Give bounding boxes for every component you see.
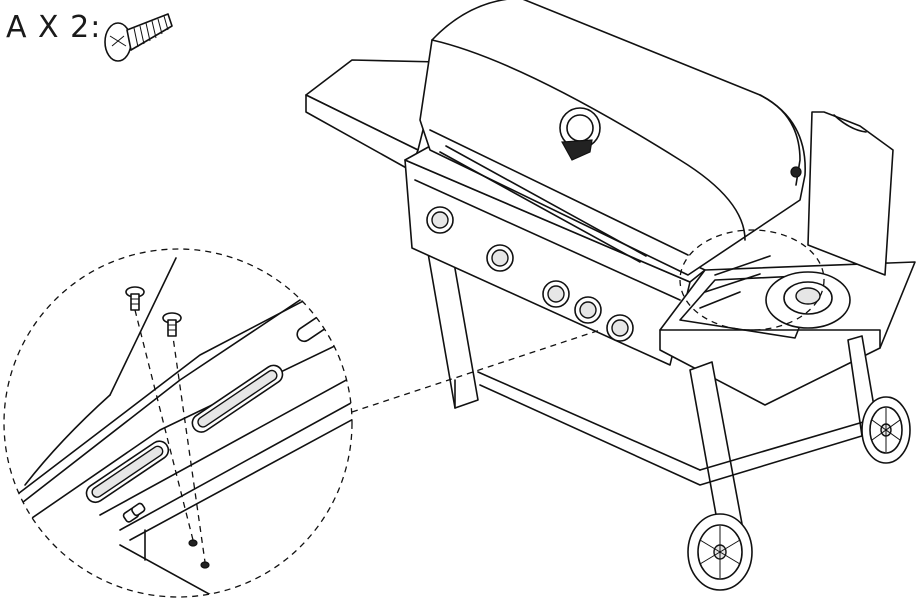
magnified-detail-view xyxy=(3,248,353,598)
knob-2 xyxy=(486,244,514,272)
screw-icon xyxy=(104,13,173,62)
part-quantity-label: A X 2: xyxy=(6,10,102,45)
screw-a-1-icon xyxy=(125,286,145,311)
detail-callout-ring xyxy=(679,229,825,331)
thermometer-gauge-icon xyxy=(559,107,601,161)
panel-slot-1 xyxy=(191,364,284,433)
grill-lid xyxy=(419,0,806,276)
rear-wheel-icon xyxy=(861,396,911,464)
bottom-shelf xyxy=(477,371,871,486)
knob-1 xyxy=(426,206,454,234)
panel-slot-2 xyxy=(85,440,170,504)
knob-3 xyxy=(542,280,570,308)
knob-4 xyxy=(574,296,602,324)
control-knobs xyxy=(426,206,634,342)
front-wheel-icon xyxy=(687,513,753,591)
side-burner-icon xyxy=(765,271,851,329)
knob-5 xyxy=(606,314,634,342)
screw-a-2-icon xyxy=(162,312,182,337)
